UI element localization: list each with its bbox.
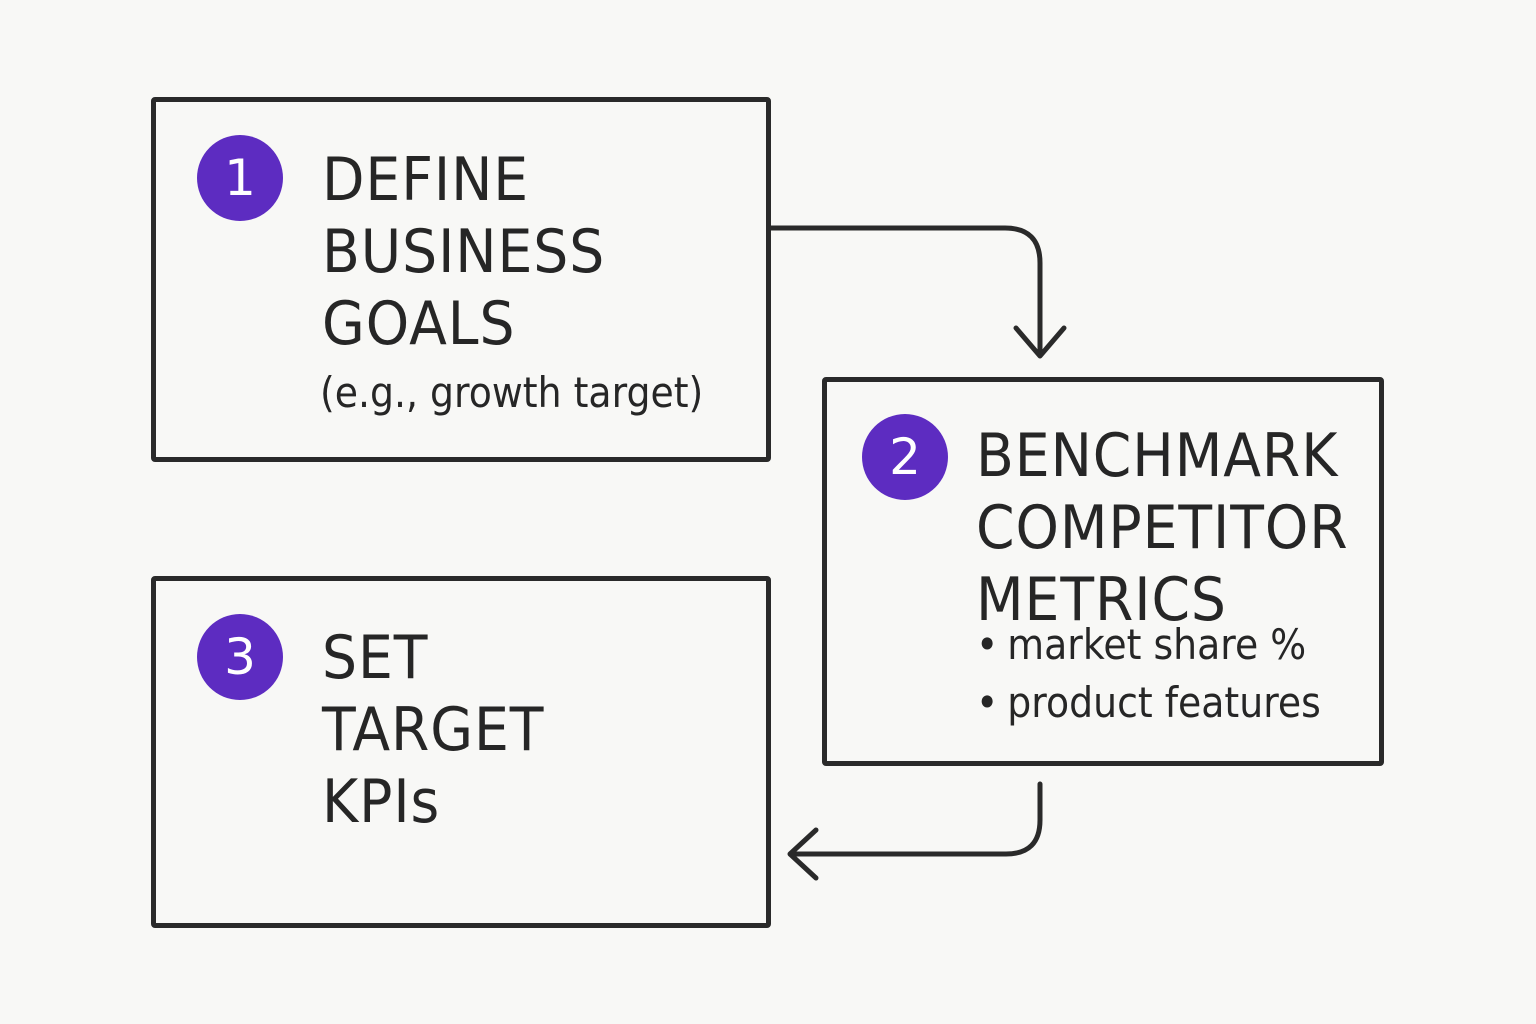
step-title-line: SET bbox=[322, 623, 429, 693]
step-title-line: KPIs bbox=[322, 767, 441, 837]
arrow-step2-to-step3 bbox=[789, 781, 1043, 857]
arrow-step1-to-step2 bbox=[768, 225, 1043, 358]
arrowhead-down-icon bbox=[1013, 325, 1067, 359]
step-title-line: DEFINE bbox=[322, 145, 530, 215]
step-title-line: METRICS bbox=[976, 565, 1227, 635]
step-1-subtitle: (e.g., growth target) bbox=[320, 368, 704, 417]
step-2-box bbox=[822, 377, 1384, 766]
step-title-line: COMPETITOR bbox=[976, 493, 1349, 563]
step-number-badge: 2 bbox=[862, 414, 948, 500]
step-title-line: BENCHMARK bbox=[976, 421, 1339, 491]
bullet-text: market share % bbox=[1007, 620, 1307, 669]
bullet-icon: • bbox=[976, 678, 999, 727]
step-3-title: SET TARGET KPIs bbox=[322, 622, 544, 838]
step-2-title: BENCHMARK COMPETITOR METRICS bbox=[976, 420, 1349, 636]
bullet-item: •market share % bbox=[976, 616, 1321, 674]
step-number-badge: 3 bbox=[197, 614, 283, 700]
step-title-line: GOALS bbox=[322, 289, 516, 359]
step-number-badge: 1 bbox=[197, 135, 283, 221]
step-3-box bbox=[151, 576, 771, 928]
arrowhead-left-icon bbox=[787, 827, 819, 881]
step-2-bullet-list: •market share % •product features bbox=[976, 616, 1321, 732]
step-title-line: TARGET bbox=[322, 695, 545, 765]
step-1-box bbox=[151, 97, 771, 462]
bullet-icon: • bbox=[976, 620, 999, 669]
step-1-title: DEFINE BUSINESS GOALS bbox=[322, 144, 605, 360]
bullet-text: product features bbox=[1007, 678, 1321, 727]
step-title-line: BUSINESS bbox=[322, 217, 606, 287]
bullet-item: •product features bbox=[976, 674, 1321, 732]
